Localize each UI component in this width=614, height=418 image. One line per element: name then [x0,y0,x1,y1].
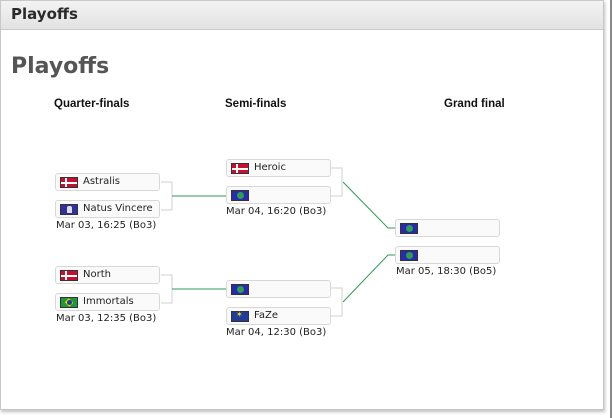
match-sf2-team2-slot[interactable]: FaZe [226,307,331,325]
eu-flag-icon [231,310,249,322]
team-name: Immortals [83,296,134,307]
match-qf1-team2-slot[interactable]: Natus Vincere [55,200,160,218]
denmark-flag-icon [60,270,78,281]
team-name: FaZe [254,310,278,321]
match-qf1-time: Mar 03, 16:25 (Bo3) [56,220,157,231]
match-sf2-time: Mar 04, 12:30 (Bo3) [226,327,327,338]
team-name: Heroic [254,162,286,173]
team-name: Natus Vincere [83,203,153,214]
world-flag-icon [231,284,249,295]
panel-header: Playoffs [1,1,603,30]
denmark-flag-icon [60,177,78,188]
match-gf-team1-slot[interactable] [395,219,500,237]
connector-sf2 [331,287,343,317]
round-label-quarter-finals: Quarter-finals [54,98,130,110]
match-sf2-team1-slot[interactable] [226,280,331,298]
match-qf1-team1-slot[interactable]: Astralis [55,173,160,191]
round-label-semi-finals: Semi-finals [225,98,287,110]
team-name: Astralis [83,176,120,187]
navi-flag-icon [60,204,78,215]
match-sf1-team1-slot[interactable]: Heroic [226,159,331,177]
connector-qf2 [161,274,173,304]
world-flag-icon [400,250,418,261]
advance-line-sf1 [342,181,395,229]
match-sf1-time: Mar 04, 16:20 (Bo3) [226,206,327,217]
advance-line-sf2 [342,254,395,303]
world-flag-icon [400,223,418,234]
match-qf2-time: Mar 03, 12:35 (Bo3) [56,313,157,324]
connector-qf1 [161,181,173,211]
team-name: North [83,269,111,280]
round-label-grand-final: Grand final [444,98,505,110]
match-qf2-team2-slot[interactable]: Immortals [55,293,160,311]
match-sf1-team2-slot[interactable] [226,186,331,204]
panel-title: Playoffs [11,5,78,23]
match-qf2-team1-slot[interactable]: North [55,266,160,284]
page-title: Playoffs [11,54,110,79]
connector-sf1 [331,167,343,197]
denmark-flag-icon [231,163,249,174]
brazil-flag-icon [60,297,78,308]
match-gf-time: Mar 05, 18:30 (Bo5) [396,266,497,277]
match-gf-team2-slot[interactable] [395,246,500,264]
world-flag-icon [231,190,249,201]
window-edge [610,0,612,418]
